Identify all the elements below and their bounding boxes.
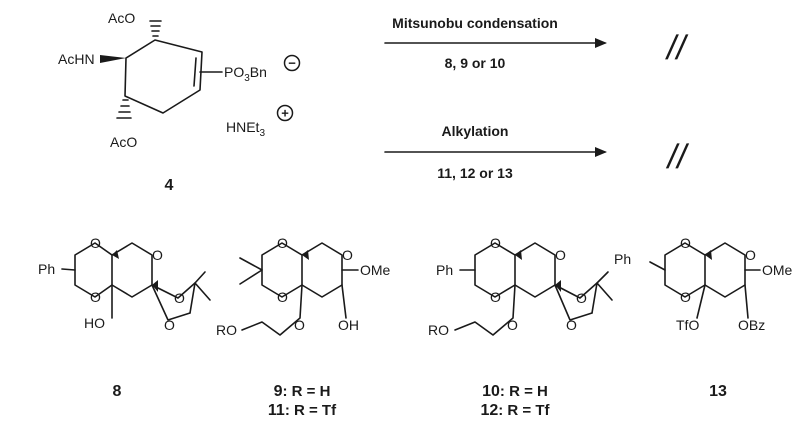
compound-9-o-acetal-bottom: O [277,289,288,305]
compound-13-o-acetal-top: O [680,235,691,251]
compound-13-tfo: TfO [676,317,699,333]
compound-4-counterion: HNEt3 [226,119,265,139]
reaction-1-no-reaction-mark: // [664,29,690,67]
compound-8-pyranose-ring [111,242,153,298]
reaction-2-reagent-label: Alkylation [442,123,509,139]
compound-11-label: 11: R = Tf [268,402,337,419]
compound-8-o-iso-top: O [174,290,185,306]
compound-10-gem-dimethyl [591,271,613,314]
compound-12-label: 12: R = Tf [480,402,550,419]
compound-10-o-ring: O [555,247,566,263]
compound-13-label: 13 [709,383,727,400]
compound-8-bond-ph [61,268,76,271]
compound-4-double-bond [193,57,197,87]
compound-8-o-ring: O [152,247,163,263]
compound-9-gem-dimethyl [239,257,263,285]
compound-8-label: 8 [113,383,122,400]
compound-9-ro: RO [216,322,237,338]
compound-10-12-structure [454,242,613,336]
compound-8-isopropylidene [151,282,196,321]
reaction-2-substrates-label: 11, 12 or 13 [437,165,513,181]
compound-10-ph: Ph [436,262,453,278]
compound-9-11-structure [239,242,359,336]
compound-8-ph: Ph [38,261,55,277]
compound-4-oac-bottom: AcO [110,134,137,150]
compound-4-hash-bond-top [149,20,162,37]
compound-10-pyranose-ring [514,242,556,298]
compound-13-bond-obz [744,284,749,319]
compound-13-o-ring: O [745,247,756,263]
compound-10-side-chain [454,284,516,336]
compound-10-o-iso-bottom: O [566,317,577,333]
compound-9-side-chain [241,284,303,336]
compound-13-obz: OBz [738,317,765,333]
compound-13-o-acetal-bottom: O [680,289,691,305]
compound-13-bond-ph [649,261,666,271]
compound-8-structure [61,242,211,321]
compound-9-ome: OMe [360,262,391,278]
compound-10-label: 10: R = H [482,383,548,400]
compound-9-bond-oh [341,284,347,319]
reaction-1-reagent-label: Mitsunobu condensation [392,15,558,31]
compound-13-ph: Ph [614,251,631,267]
compound-4-wedge-nhac [100,55,126,63]
compound-4-hash-bond-bottom [116,99,132,119]
negative-charge-icon: − [283,54,301,72]
compound-8-o-acetal-bottom: O [90,289,101,305]
compound-8-ho: HO [84,315,105,331]
compound-10-o-acetal-bottom: O [490,289,501,305]
compound-4-ring [124,39,203,114]
compound-10-o-iso-top: O [576,290,587,306]
compound-9-o-ether: O [294,317,305,333]
compound-4-oac-top: AcO [108,10,135,26]
compound-8-o-iso-bottom: O [164,317,175,333]
compound-10-o-ether: O [507,317,518,333]
compound-13-structure [649,242,761,319]
compound-9-o-acetal-top: O [277,235,288,251]
compound-10-ro: RO [428,322,449,338]
compound-9-o-ring: O [342,247,353,263]
compound-4-structure [100,20,223,119]
compound-4-label: 4 [165,177,174,194]
compound-10-isopropylidene [554,282,598,321]
compound-8-gem-dimethyl [189,271,211,314]
compound-4-phosphonate: PO3Bn [224,64,267,84]
svg-text:−: − [288,56,296,71]
compound-13-bond-tfo [696,284,706,319]
compound-8-o-acetal-top: O [90,235,101,251]
positive-charge-icon: + [276,104,294,122]
reaction-1-substrates-label: 8, 9 or 10 [445,55,506,71]
compound-13-ome: OMe [762,262,793,278]
compound-4-nhac: AcHN [58,51,95,67]
compound-10-o-acetal-top: O [490,235,501,251]
svg-text:+: + [281,106,289,121]
compound-9-oh: OH [338,317,359,333]
compound-9-label: 9: R = H [274,383,331,400]
reaction-2-no-reaction-mark: // [665,138,691,176]
